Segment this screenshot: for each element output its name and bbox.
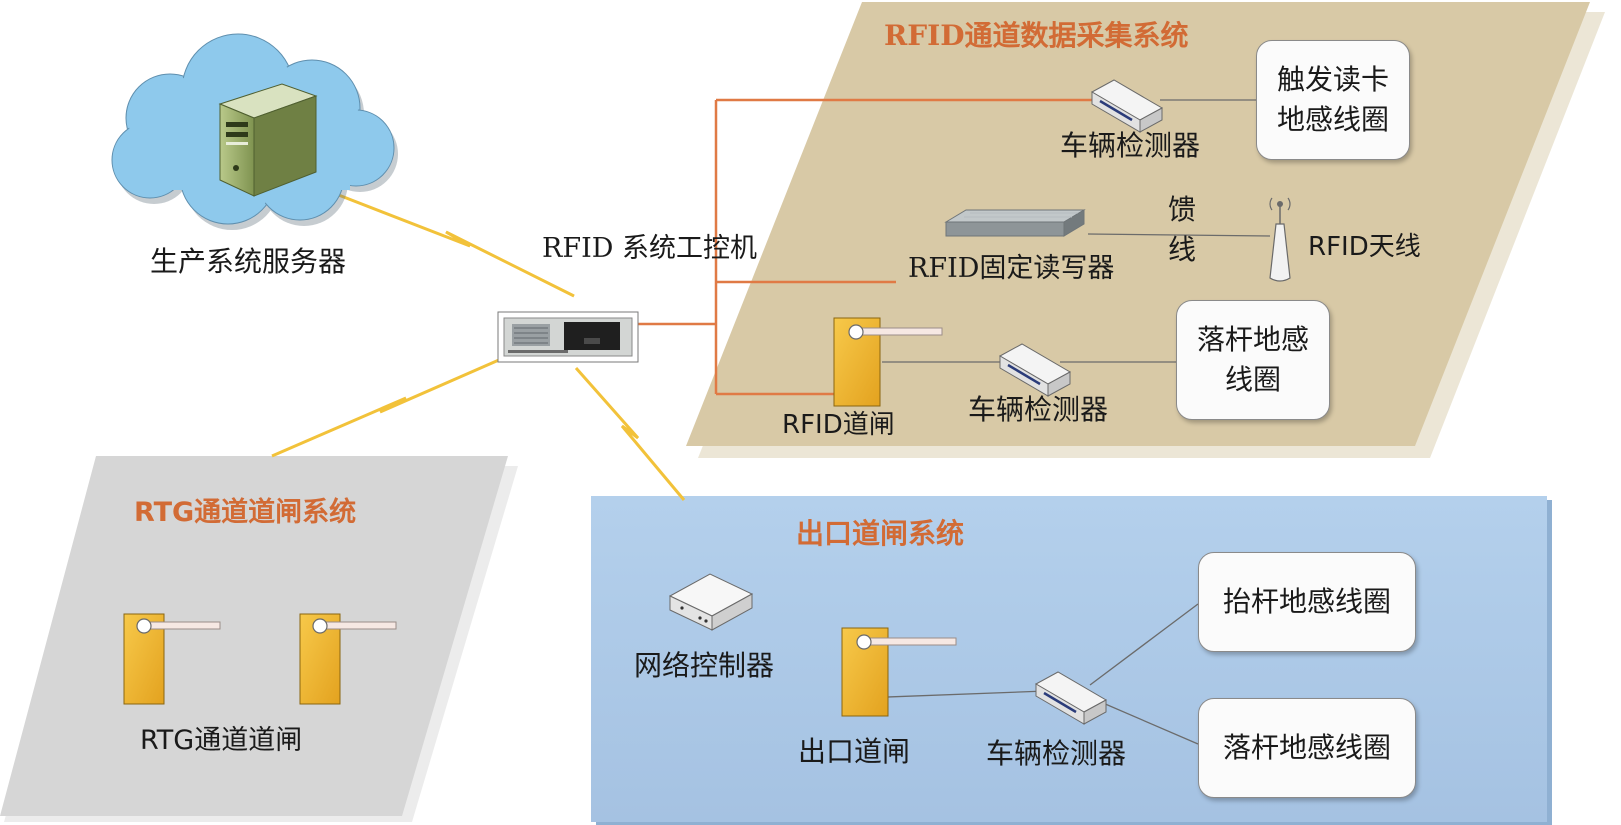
- rfid-antenna-icon: [1269, 197, 1291, 282]
- wireless-link-server: [335, 192, 575, 298]
- exit-gate-label: 出口道闸: [798, 735, 911, 768]
- net-controller-label: 网络控制器: [634, 649, 775, 682]
- device-links: [882, 99, 1271, 745]
- exit-detector-label: 车辆检测器: [986, 737, 1127, 770]
- ipc-label: RFID 系统工控机: [542, 233, 757, 264]
- server-icon: [218, 83, 318, 197]
- rtg-zone-title: RTG通道道闸系统: [134, 497, 357, 528]
- rfid-gate-icon: [833, 317, 943, 407]
- ipc-bus: [638, 98, 1098, 396]
- trigger-loop-line2: 地感线圈: [1276, 103, 1389, 136]
- vehicle-detector-icon-rfid: [998, 343, 1072, 397]
- drop-loop-exit-box: 落杆地感线圈: [1198, 698, 1416, 798]
- feeder-line1: 馈: [1168, 193, 1197, 226]
- rtg-gate-label: RTG通道道闸: [140, 725, 303, 756]
- industrial-pc-icon: [497, 311, 639, 363]
- exit-zone-title: 出口道闸系统: [796, 517, 965, 550]
- vehicle-detector-icon-exit: [1034, 671, 1108, 725]
- rfid-antenna-label: RFID天线: [1308, 232, 1421, 262]
- server-label: 生产系统服务器: [150, 245, 347, 278]
- drop-loop-rfid-line1: 落杆地感: [1196, 323, 1309, 356]
- rfid-reader-label: RFID固定读写器: [908, 253, 1115, 284]
- trigger-loop-line1: 触发读卡: [1276, 63, 1389, 96]
- rfid-reader-icon: [944, 209, 1086, 237]
- wireless-link-exit: [574, 367, 686, 501]
- trigger-loop-box: 触发读卡 地感线圈: [1256, 40, 1410, 160]
- lift-loop-box: 抬杆地感线圈: [1198, 552, 1416, 652]
- rtg-zone: [0, 456, 518, 822]
- network-controller-icon: [668, 573, 754, 631]
- feeder-line2: 线: [1168, 233, 1197, 266]
- rfid-zone: [686, 2, 1605, 458]
- drop-loop-exit-label: 落杆地感线圈: [1222, 731, 1391, 764]
- rfid-gate-label: RFID道闸: [782, 410, 895, 440]
- rfid-zone-title: RFID通道数据采集系统: [884, 19, 1189, 52]
- wireless-link-rtg: [271, 354, 509, 458]
- vehicle-detector-icon-top: [1090, 79, 1164, 133]
- drop-loop-rfid-box: 落杆地感 线圈: [1176, 300, 1330, 420]
- lift-loop-label: 抬杆地感线圈: [1222, 585, 1391, 618]
- rfid-detector-top-label: 车辆检测器: [1060, 129, 1201, 162]
- drop-loop-rfid-line2: 线圈: [1224, 363, 1281, 396]
- rtg-gate-icon-1: [123, 613, 221, 705]
- exit-gate-icon: [841, 627, 957, 717]
- rfid-detector-bottom-label: 车辆检测器: [968, 393, 1109, 426]
- rtg-gate-icon-2: [299, 613, 397, 705]
